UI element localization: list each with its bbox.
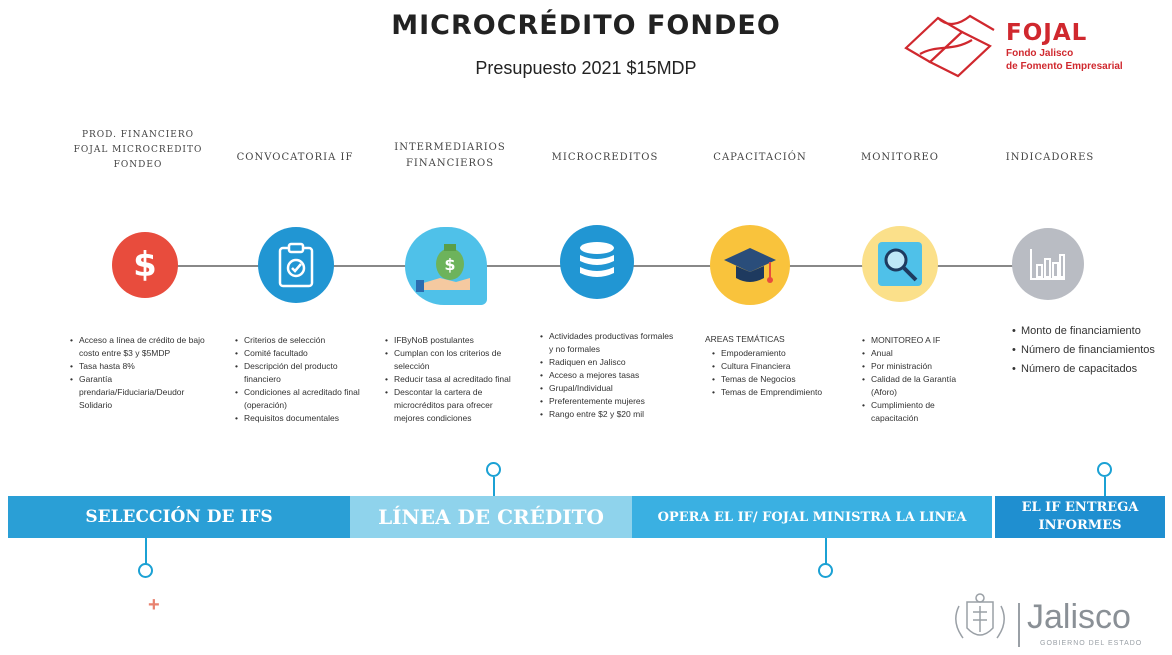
list-item: Reducir tasa al acreditado final — [385, 373, 520, 386]
fojal-logo-icon — [904, 14, 995, 78]
list-item: Empoderamiento — [712, 347, 852, 360]
list-item: MONITOREO A IF — [862, 334, 977, 347]
timeline-pin-stem — [145, 538, 147, 564]
page-subtitle: Presupuesto 2021 $15MDP — [475, 58, 697, 78]
heading-indicadores: INDICADORES — [1005, 152, 1095, 163]
list-item: Monto de financiamiento — [1012, 322, 1172, 341]
list-item: Cultura Financiera — [712, 360, 852, 373]
list-item: Calidad de la Garantía (Aforo) — [862, 373, 977, 399]
list-item: Por ministración — [862, 360, 977, 373]
graduation-cap-icon — [710, 225, 790, 305]
list-indicadores: Monto de financiamiento Número de financ… — [1012, 322, 1172, 379]
list-item: Condiciones al acreditado final (operaci… — [235, 386, 370, 412]
timeline-pin-stem — [825, 538, 827, 564]
brand-name: FOJAL — [1006, 20, 1088, 46]
heading-monitoreo: MONITOREO — [860, 152, 940, 163]
list-monitoreo: MONITOREO A IF Anual Por ministración Ca… — [862, 334, 977, 425]
list-item: Temas de Negocios — [712, 373, 852, 386]
timeline-pin-stem — [1104, 477, 1106, 496]
bar-chart-icon — [1012, 228, 1084, 300]
timeline-pin — [818, 563, 833, 578]
clipboard-icon — [258, 227, 334, 303]
svg-text:$: $ — [444, 255, 455, 274]
phase-seleccion: SELECCIÓN DE IFS — [8, 496, 350, 538]
list-item: Radiquen en Jalisco — [540, 356, 675, 369]
list-item: Acceso a mejores tasas — [540, 369, 675, 382]
list-intermediarios: IFByNoB postulantes Cumplan con los crit… — [385, 334, 520, 425]
list-item: Grupal/Individual — [540, 382, 675, 395]
capacitacion-subtitle: AREAS TEMÁTICAS — [705, 334, 785, 344]
footer-divider — [1018, 603, 1020, 647]
heading-convocatoria: CONVOCATORIA IF — [236, 152, 354, 163]
list-item: Descontar la cartera de microcréditos pa… — [385, 386, 520, 425]
list-microcreditos: Actividades productivas formales y no fo… — [540, 330, 675, 421]
gov-name: Jalisco — [1027, 598, 1131, 636]
heading-prod-financiero: PROD. FINANCIERO FOJAL MICROCREDITO FOND… — [73, 130, 203, 170]
money-bag-hand-icon: $ — [405, 227, 487, 305]
dollar-icon: $ — [112, 232, 178, 298]
list-item: Rango entre $2 y $20 mil — [540, 408, 675, 421]
gov-subtitle: GOBIERNO DEL ESTADO — [1040, 640, 1143, 647]
heading-intermediarios: INTERMEDIARIOS FINANCIEROS — [394, 142, 506, 169]
database-icon — [560, 225, 634, 299]
list-item: Cumplan con los criterios de selección — [385, 347, 520, 373]
timeline-pin — [486, 462, 501, 477]
timeline-pin-stem — [493, 477, 495, 496]
list-item: Comité facultado — [235, 347, 370, 360]
list-item: IFByNoB postulantes — [385, 334, 520, 347]
list-item: Número de financiamientos — [1012, 341, 1172, 360]
list-item: Temas de Emprendimiento — [712, 386, 852, 399]
brand-tagline-1: Fondo Jalisco — [1006, 48, 1074, 59]
timeline-pin — [138, 563, 153, 578]
list-item: Actividades productivas formales y no fo… — [540, 330, 675, 356]
list-item: Garantía prendaria/Fiduciaria/Deudor Sol… — [70, 373, 210, 412]
list-item: Tasa hasta 8% — [70, 360, 210, 373]
jalisco-coat-of-arms-icon — [955, 593, 1005, 639]
heading-capacitacion: CAPACITACIÓN — [713, 152, 807, 163]
phase-linea-credito: LÍNEA DE CRÉDITO — [350, 496, 632, 538]
list-item: Descripción del producto financiero — [235, 360, 370, 386]
phase-informes: EL IF ENTREGA INFORMES — [995, 496, 1165, 538]
list-item: Acceso a línea de crédito de bajo costo … — [70, 334, 210, 360]
list-item: Anual — [862, 347, 977, 360]
list-item: Número de capacitados — [1012, 360, 1172, 379]
plus-icon: + — [148, 594, 160, 616]
list-convocatoria: Criterios de selección Comité facultado … — [235, 334, 370, 425]
brand-tagline-2: de Fomento Empresarial — [1006, 61, 1123, 72]
list-item: Preferentemente mujeres — [540, 395, 675, 408]
phase-opera: OPERA EL IF/ FOJAL MINISTRA LA LINEA — [632, 496, 992, 538]
list-item: Cumplimiento de capacitación — [862, 399, 977, 425]
list-item: Criterios de selección — [235, 334, 370, 347]
list-capacitacion: Empoderamiento Cultura Financiera Temas … — [712, 347, 852, 399]
magnifier-icon — [862, 226, 938, 302]
list-prod-financiero: Acceso a línea de crédito de bajo costo … — [70, 334, 210, 412]
page-title: MICROCRÉDITO FONDEO — [391, 10, 781, 41]
timeline-pin — [1097, 462, 1112, 477]
list-item: Requisitos documentales — [235, 412, 370, 425]
heading-microcreditos: MICROCREDITOS — [551, 152, 659, 163]
